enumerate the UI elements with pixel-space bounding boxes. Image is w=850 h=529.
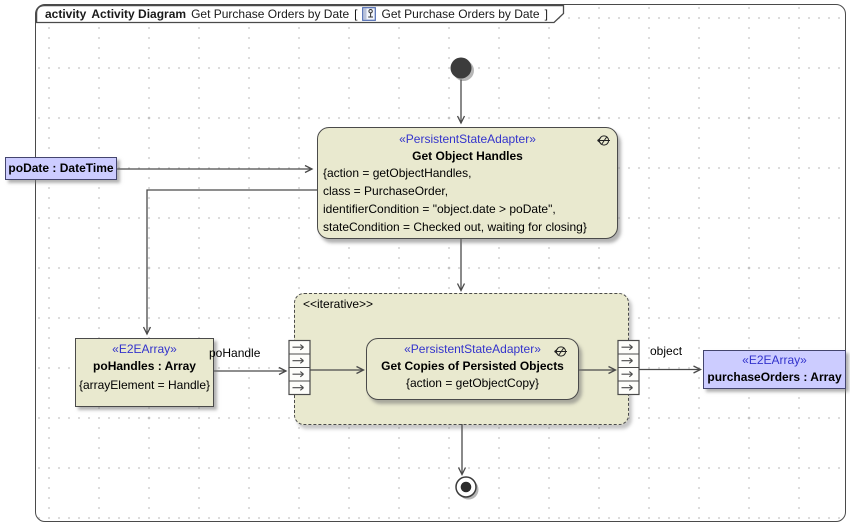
frame-bracket-open: [ xyxy=(354,6,358,21)
property-line: identifierCondition = "object.date > poD… xyxy=(323,202,556,216)
property-line: class = PurchaseOrder, xyxy=(323,184,449,198)
output-expansion-node[interactable] xyxy=(617,339,640,396)
stereotype-label: «E2EArray» xyxy=(112,342,177,356)
activity-final-node-core xyxy=(460,481,472,493)
activity-diagram-icon xyxy=(362,6,377,21)
action-get-copies-of-persisted-objects[interactable]: «PersistentStateAdapter» Get Copies of P… xyxy=(366,338,579,400)
property-line: {action = getObjectHandles, xyxy=(323,166,472,180)
region-mode-label: <<iterative>> xyxy=(303,297,374,311)
action-properties: {action = getObjectCopy} xyxy=(405,376,540,390)
frame-ref-name: Get Purchase Orders by Date xyxy=(381,6,540,21)
property-line: stateCondition = Checked out, waiting fo… xyxy=(323,220,587,234)
parameter-node-podate[interactable]: poDate : DateTime xyxy=(5,157,117,180)
action-properties: {action = getObjectHandles, class = Purc… xyxy=(318,164,617,236)
frame-title: activity Activity Diagram Get Purchase O… xyxy=(45,6,548,21)
parameter-name: poDate : DateTime xyxy=(8,161,114,175)
parameter-name: purchaseOrders : Array xyxy=(707,370,842,384)
edge-label-object: object xyxy=(650,344,683,358)
input-expansion-node[interactable] xyxy=(288,339,311,396)
call-behavior-icon xyxy=(597,135,610,146)
edge-get-object-handles-to-pohandles[interactable] xyxy=(142,189,317,336)
frame-diagram-name: Get Purchase Orders by Date xyxy=(191,6,350,21)
action-name: Get Copies of Persisted Objects xyxy=(381,359,564,373)
frame-diagram-type: Activity Diagram xyxy=(91,6,187,21)
action-get-object-handles[interactable]: «PersistentStateAdapter» Get Object Hand… xyxy=(317,127,618,239)
frame-keyword: activity xyxy=(45,6,87,21)
action-name: Get Object Handles xyxy=(412,149,523,163)
frame-title-tab[interactable] xyxy=(35,4,565,24)
object-constraint: {arrayElement = Handle} xyxy=(78,378,211,392)
stereotype-label: «PersistentStateAdapter» xyxy=(399,132,536,146)
initial-node[interactable] xyxy=(450,57,472,79)
edge-label-pohandle: poHandle xyxy=(209,346,261,360)
call-behavior-icon xyxy=(554,346,567,357)
object-node-pohandles[interactable]: «E2EArray» poHandles : Array {arrayEleme… xyxy=(75,338,214,407)
object-name: poHandles : Array xyxy=(93,359,196,373)
parameter-node-purchaseorders[interactable]: «E2EArray» purchaseOrders : Array xyxy=(703,350,846,389)
frame-bracket-close: ] xyxy=(544,6,548,21)
activity-frame xyxy=(35,4,846,522)
stereotype-label: «E2EArray» xyxy=(742,353,807,367)
stereotype-label: «PersistentStateAdapter» xyxy=(404,342,541,356)
